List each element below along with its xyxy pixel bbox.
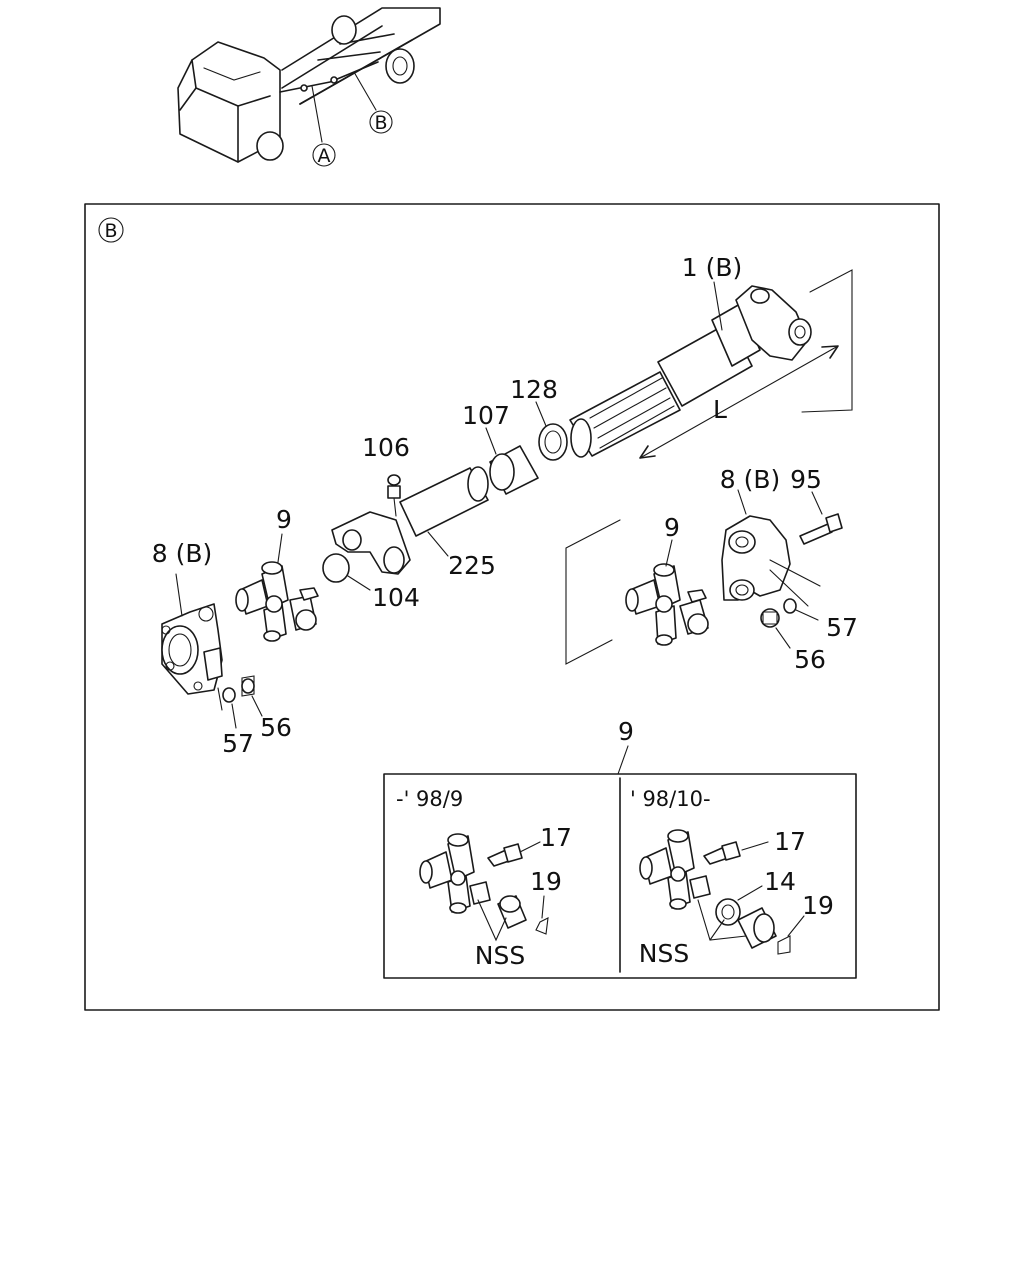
label-56-left: 56 — [260, 713, 292, 742]
washer-nut-left: 57 56 — [222, 675, 292, 758]
truck-overview-illustration: A B — [177, 7, 441, 167]
slip-yoke-shaft: 1 (B) — [569, 253, 812, 458]
label-95: 95 — [790, 465, 822, 494]
detail-frame — [84, 203, 940, 1011]
yoke-tube-225: 225 — [331, 466, 496, 580]
bolt-95: 95 — [790, 465, 843, 545]
inset-left-label-19: 19 — [530, 867, 562, 896]
label-56-right: 56 — [794, 645, 826, 674]
label-8b-right: 8 (B) — [720, 465, 781, 494]
label-104: 104 — [372, 583, 420, 612]
label-1b: 1 (B) — [682, 253, 743, 282]
universal-joint-right: 9 — [625, 513, 709, 646]
inset-right-label-nss: NSS — [639, 939, 689, 968]
washer-nut-right: 57 56 — [760, 598, 858, 674]
plug-104: 104 — [322, 553, 420, 612]
view-marker-label: B — [104, 220, 117, 242]
label-9-right: 9 — [664, 513, 680, 542]
flange-yoke-left: 8 (B) — [152, 539, 223, 711]
view-marker-circle — [98, 217, 124, 243]
yoke-right: 8 (B) — [720, 465, 821, 607]
grease-nipple-106: 106 — [362, 433, 410, 517]
callout-a-label: A — [318, 145, 331, 167]
label-9-left: 9 — [276, 505, 292, 534]
inset-left-label-nss: NSS — [475, 941, 525, 970]
label-8b-left: 8 (B) — [152, 539, 213, 568]
inset-frame — [383, 773, 857, 979]
inset-right-label-14: 14 — [764, 867, 796, 896]
inset-right-label-19: 19 — [802, 891, 834, 920]
inset-left-panel: -' 98/9 17 19 NSS — [396, 787, 572, 970]
callout-b-circle — [369, 110, 393, 134]
inset-right-label-17: 17 — [774, 827, 806, 856]
label-128: 128 — [510, 375, 558, 404]
inset-leader — [617, 745, 629, 775]
callout-b-label: B — [374, 112, 387, 134]
universal-joint-left: 9 — [235, 505, 319, 642]
label-106: 106 — [362, 433, 410, 462]
inset-right-panel: ' 98/10- 17 14 19 NSS — [630, 787, 834, 968]
dimension-l-label: L — [713, 395, 727, 424]
dust-cover-107: 107 — [462, 401, 539, 495]
inset-right-range: ' 98/10- — [630, 787, 711, 811]
label-107: 107 — [462, 401, 510, 430]
dimension-l: L — [565, 269, 853, 665]
label-57-left: 57 — [222, 729, 254, 758]
label-57-right: 57 — [826, 613, 858, 642]
callout-a-circle — [312, 143, 336, 167]
seal-ring-128: 128 — [510, 375, 568, 461]
inset-left-range: -' 98/9 — [396, 787, 463, 811]
label-9-inset: 9 — [618, 717, 634, 746]
inset-left-label-17: 17 — [540, 823, 572, 852]
label-225: 225 — [448, 551, 496, 580]
